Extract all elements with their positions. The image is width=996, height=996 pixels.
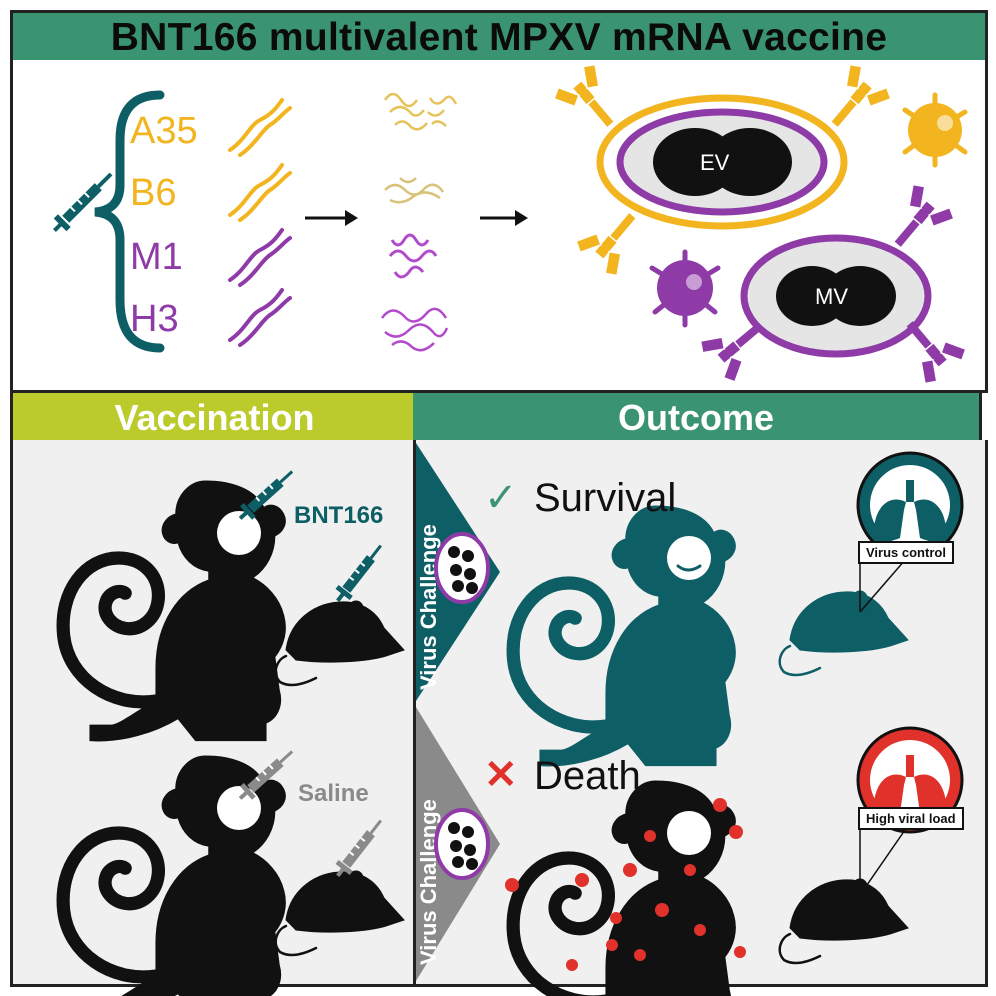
mv-virion (740, 234, 932, 358)
lung-badge-high-viral-load (856, 726, 964, 896)
infection-spots (505, 798, 746, 971)
cross-icon: ✕ (484, 753, 518, 797)
column-divider (413, 440, 416, 984)
mouse-survived-icon (778, 589, 910, 677)
antigen-label-b6: B6 (130, 172, 177, 214)
outcome-header: Outcome (413, 390, 982, 446)
monkey-face-survived (667, 536, 711, 580)
lung-label-virus-control: Virus control (858, 541, 954, 564)
monkey-face-saline (217, 786, 261, 830)
agent-label-bnt166: BNT166 (294, 502, 384, 529)
monkey-dead-icon (513, 781, 735, 996)
arrow-right-icon-2 (480, 210, 528, 226)
agent-label-saline: Saline (298, 780, 369, 807)
arrow-right-icon-1 (305, 210, 358, 226)
mrna-strand-a35 (228, 98, 292, 157)
mouse-vaccinated-icon (274, 599, 406, 687)
lung-label-high-viral-load: High viral load (858, 807, 964, 830)
mv-label: MV (815, 284, 848, 309)
virus-challenge-text-1: Virus Challenge (416, 524, 441, 690)
protein-structure-b6 (384, 177, 445, 204)
vaccination-header-text: Vaccination (114, 397, 315, 438)
virus-challenge-text-2: Virus Challenge (416, 799, 441, 965)
virus-cluster-icon-1 (434, 532, 490, 604)
protein-structure-m1 (388, 233, 438, 279)
mrna-strand-b6 (228, 163, 292, 222)
monkey-face-vaccinated (217, 511, 261, 555)
mouse-dead-icon (778, 877, 910, 965)
virus-cluster-icon-2 (434, 808, 490, 880)
vaccination-header: Vaccination (10, 390, 419, 446)
result-survival: Survival (534, 476, 677, 520)
lung-badge-virus-control (856, 451, 964, 613)
title: BNT166 multivalent MPXV mRNA vaccine (110, 16, 888, 59)
check-icon: ✓ (484, 476, 518, 520)
result-death: Death (534, 754, 641, 798)
ev-label: EV (700, 150, 730, 175)
title-bar: BNT166 multivalent MPXV mRNA vaccine (10, 10, 988, 66)
syringe-icon (53, 172, 113, 232)
antigen-label-a35: A35 (130, 110, 198, 152)
monkey-face-dead (667, 811, 711, 855)
syringe-icon-mouse-bnt (329, 539, 389, 608)
mouse-saline-icon (274, 869, 406, 957)
protein-structure-h3 (380, 307, 449, 352)
antigen-label-m1: M1 (130, 236, 183, 278)
brace-shape (94, 90, 165, 353)
antigen-label-h3: H3 (130, 298, 179, 340)
mrna-strand-h3 (228, 288, 292, 347)
purple-immune-cell-icon (649, 249, 721, 328)
yellow-immune-cell-icon (902, 92, 968, 168)
ev-virion (596, 94, 848, 230)
mrna-strand-m1 (228, 228, 292, 287)
outcome-header-text: Outcome (617, 397, 775, 438)
protein-structure-a35 (383, 92, 458, 131)
